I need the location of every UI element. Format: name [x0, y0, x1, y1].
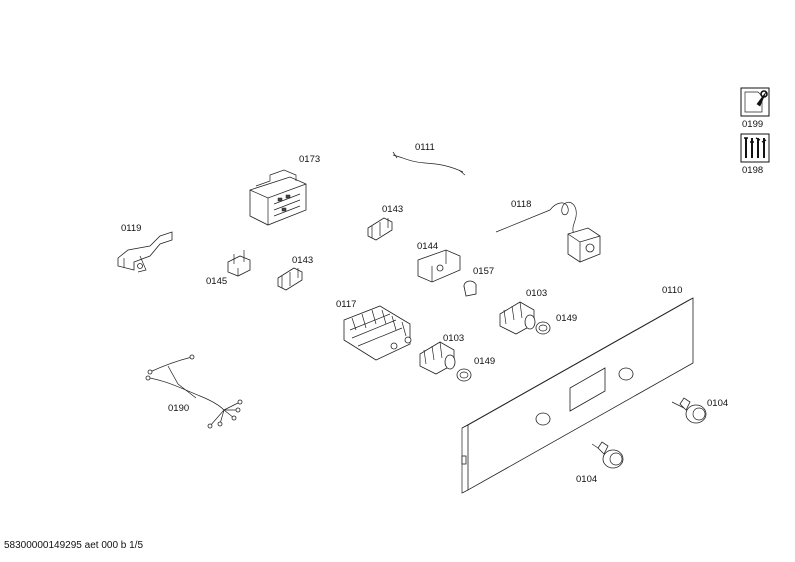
part-0144-holder	[417, 249, 461, 283]
part-0119-bracket	[117, 231, 173, 273]
label-0157: 0157	[473, 266, 494, 277]
label-0190: 0190	[168, 403, 189, 414]
part-0149-ring-b	[456, 368, 472, 382]
label-0103-a: 0103	[526, 288, 547, 299]
label-0119: 0119	[121, 223, 141, 234]
part-0103-switch-a	[499, 301, 536, 335]
label-0143-a: 0143	[382, 204, 403, 215]
part-0143-clip-b	[277, 267, 303, 291]
label-0198: 0198	[742, 165, 763, 176]
wrench-document-icon	[740, 87, 770, 117]
label-0143-b: 0143	[292, 255, 313, 266]
part-0104-knob-b	[591, 441, 624, 469]
part-0145-clip	[227, 250, 251, 277]
label-0118: 0118	[511, 199, 531, 210]
label-0104-a: 0104	[707, 398, 728, 409]
label-0117: 0117	[336, 299, 356, 310]
part-0111-cable	[392, 151, 466, 176]
label-0173: 0173	[299, 154, 320, 165]
part-0103-switch-b	[419, 341, 456, 375]
label-0149-b: 0149	[474, 356, 495, 367]
document-footer-id: 58300000149295 aet 000 b 1/5	[4, 540, 144, 551]
part-0173-module	[249, 169, 307, 226]
part-0110-fascia	[461, 297, 694, 494]
label-0111: 0111	[415, 142, 435, 153]
part-0149-ring-a	[535, 321, 551, 335]
part-0157-cap	[463, 280, 477, 297]
part-0143-clip-a	[367, 217, 393, 241]
part-0190-harness	[145, 354, 243, 429]
part-0104-knob-a	[671, 397, 707, 424]
label-0144: 0144	[417, 241, 438, 252]
label-0199: 0199	[742, 119, 763, 130]
tools-icon	[740, 133, 770, 163]
label-0145: 0145	[206, 276, 227, 287]
label-0110: 0110	[662, 285, 682, 296]
label-0104-b: 0104	[576, 474, 597, 485]
part-0118-thermostat	[495, 201, 601, 263]
part-0117-switch	[343, 305, 412, 361]
label-0149-a: 0149	[556, 313, 577, 324]
label-0103-b: 0103	[443, 333, 464, 344]
